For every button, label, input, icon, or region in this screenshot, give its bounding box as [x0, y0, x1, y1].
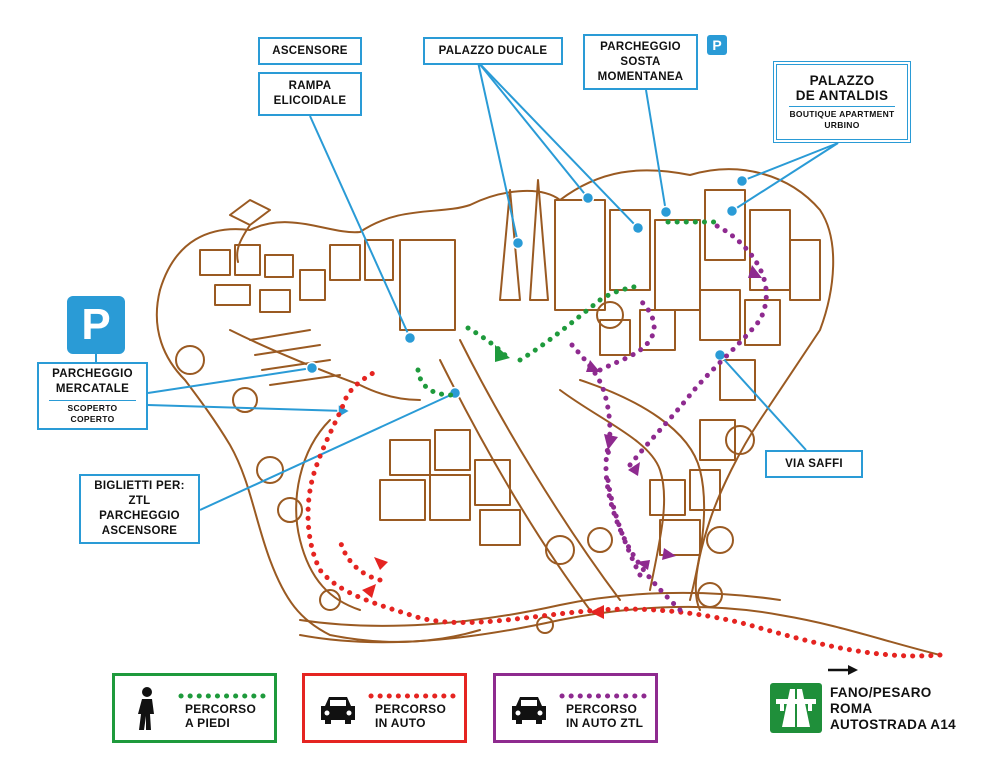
mercatale-divider — [48, 400, 137, 401]
walking-person-icon — [138, 687, 154, 730]
car-arrows — [362, 557, 604, 619]
legend-ztl-line2: IN AUTO ZTL — [566, 716, 644, 730]
parking-icon: P — [707, 35, 727, 55]
car-icon — [321, 697, 355, 724]
antaldis-divider — [788, 106, 896, 107]
label-parcheggio-sosta: PARCHEGGIO SOSTA MOMENTANEA — [583, 34, 698, 90]
legend-walking: PERCORSO A PIEDI — [112, 673, 277, 743]
label-ascensore: ASCENSORE — [258, 37, 362, 65]
mercatale-line1: PARCHEGGIO — [52, 368, 133, 380]
car-dots-sample — [368, 693, 462, 699]
rampa-line2: ELICOIDALE — [273, 95, 347, 107]
walk-arrow — [495, 345, 510, 362]
antaldis-line2: DE ANTALDIS — [795, 88, 889, 103]
biglietti-line2: ZTL — [128, 495, 151, 507]
label-rampa-elicoidale: RAMPA ELICOIDALE — [258, 72, 362, 116]
sosta-line1: PARCHEGGIO — [600, 40, 681, 53]
label-parcheggio-mercatale: PARCHEGGIO MERCATALE SCOPERTO COPERTO — [37, 362, 148, 430]
arrow-right-icon — [828, 665, 858, 675]
legend-ztl: PERCORSO IN AUTO ZTL — [493, 673, 658, 743]
walk-dots-sample — [178, 693, 272, 699]
town-illustration — [155, 168, 941, 656]
label-dots — [305, 174, 749, 420]
antaldis-line1: PALAZZO — [809, 73, 875, 88]
palazzo-ducale-text: PALAZZO DUCALE — [438, 44, 548, 57]
ztl-dots-sample — [559, 693, 653, 699]
highway-line3: AUTOSTRADA A14 — [830, 717, 956, 732]
label-palazzo-ducale: PALAZZO DUCALE — [423, 37, 563, 65]
rampa-line1: RAMPA — [288, 80, 332, 92]
legend-walk-line2: A PIEDI — [185, 716, 230, 730]
via-saffi-text: VIA SAFFI — [785, 457, 843, 470]
parking-icon-large: P — [67, 296, 125, 354]
highway-icon — [770, 683, 822, 733]
car-ztl-icon — [512, 697, 546, 724]
label-biglietti: BIGLIETTI PER: ZTL PARCHEGGIO ASCENSORE — [79, 474, 200, 544]
antaldis-sub2: URBINO — [824, 120, 860, 130]
mercatale-line2: MERCATALE — [55, 383, 130, 395]
sosta-line2: SOSTA — [620, 55, 661, 68]
legend-car: PERCORSO IN AUTO — [302, 673, 467, 743]
parking-stem — [95, 354, 97, 363]
ztl-route — [569, 222, 769, 613]
legend-car-line1: PERCORSO — [375, 702, 447, 716]
biglietti-line4: ASCENSORE — [101, 525, 178, 537]
label-ascensore-text: ASCENSORE — [272, 44, 348, 57]
label-via-saffi: VIA SAFFI — [765, 450, 863, 478]
legend-ztl-line1: PERCORSO — [566, 702, 638, 716]
legend-car-line2: IN AUTO — [375, 716, 426, 730]
label-palazzo-de-antaldis: PALAZZO DE ANTALDIS BOUTIQUE APARTMENT U… — [773, 61, 911, 143]
walking-route — [415, 219, 718, 398]
antaldis-sub1: BOUTIQUE APARTMENT — [789, 109, 895, 119]
biglietti-line3: PARCHEGGIO — [99, 510, 180, 522]
car-route — [305, 367, 943, 659]
biglietti-line1: BIGLIETTI PER: — [94, 480, 185, 492]
highway-line1: FANO/PESARO — [830, 685, 932, 700]
parking-symbol-small: P — [712, 37, 722, 53]
legend-walk-line1: PERCORSO — [185, 702, 257, 716]
mercatale-sub1: SCOPERTO — [67, 403, 118, 413]
highway-destinations: FANO/PESARO ROMA AUTOSTRADA A14 — [830, 685, 956, 733]
leader-lines — [147, 61, 839, 511]
parking-symbol-large: P — [81, 300, 111, 349]
highway-line2: ROMA — [830, 701, 873, 716]
mercatale-sub2: COPERTO — [70, 414, 115, 424]
sosta-line3: MOMENTANEA — [597, 70, 684, 83]
ztl-arrows — [586, 265, 762, 570]
